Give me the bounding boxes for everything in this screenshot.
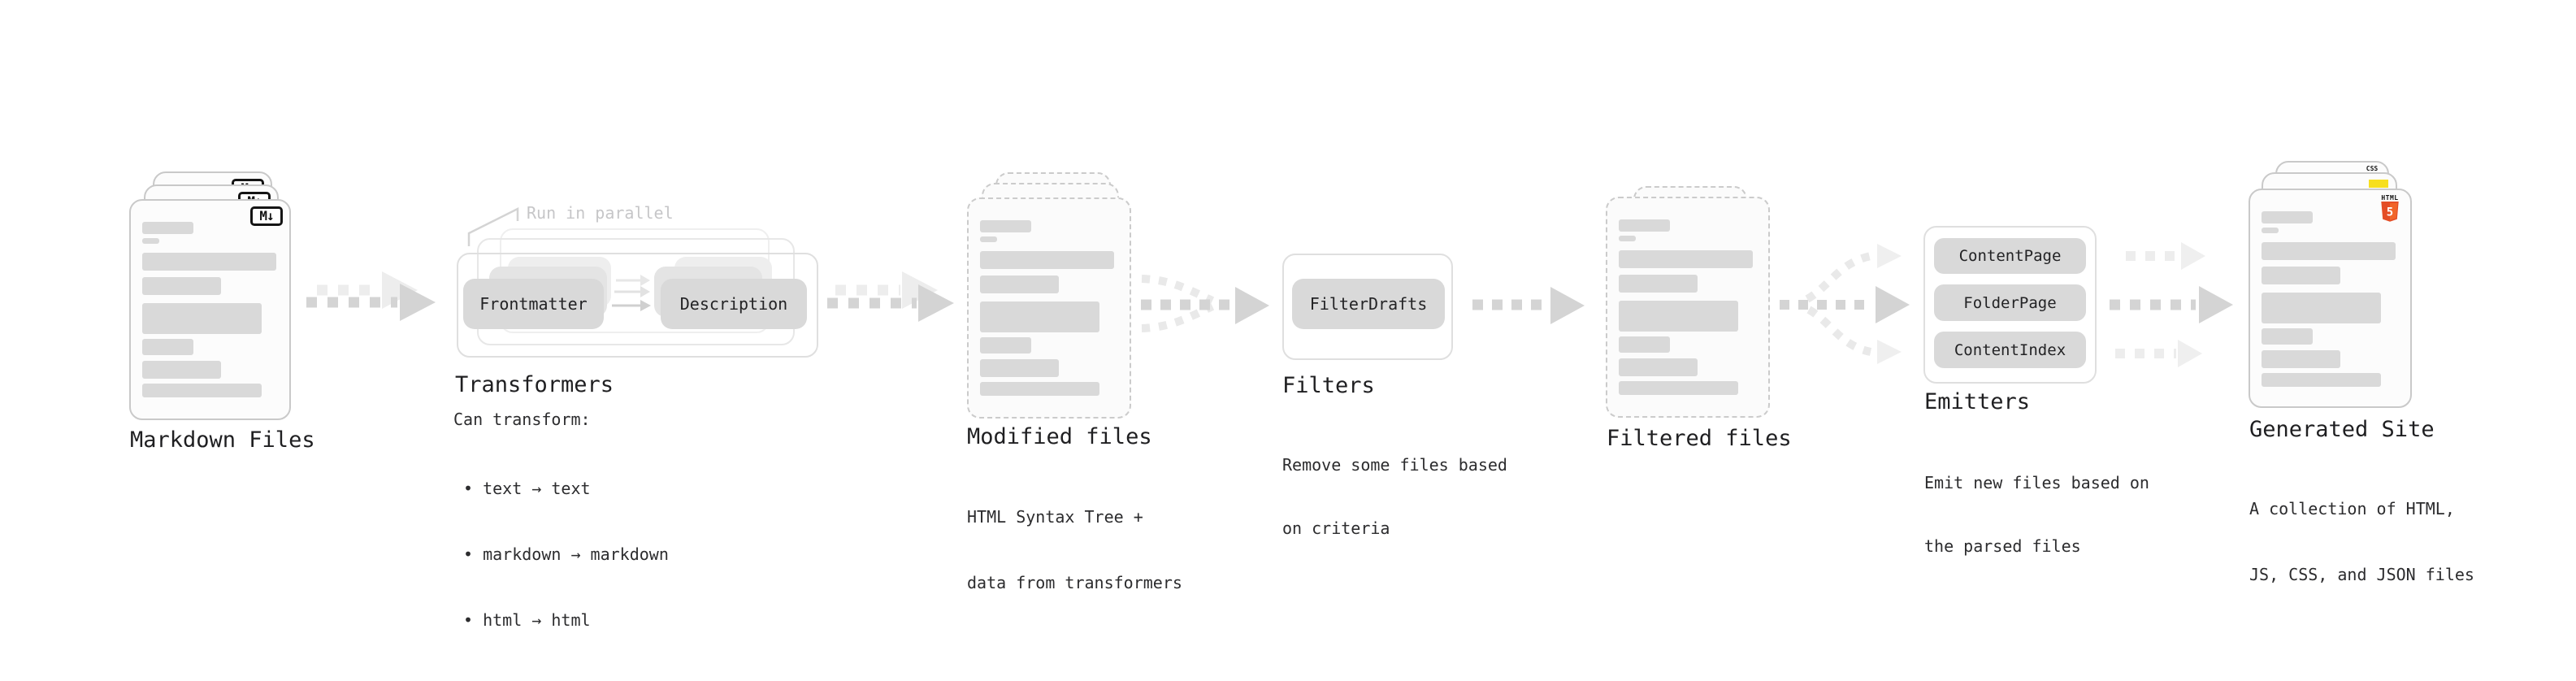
arrow-markdown-to-transformers (306, 271, 436, 321)
arrow-filters-to-filtered (1472, 287, 1585, 324)
arrow-emitters-to-generated (2110, 242, 2233, 367)
arrow-modified-to-filters-merge (1141, 275, 1269, 332)
run-in-parallel-leader-line (467, 206, 519, 246)
arrow-filtered-to-emitters-split (1780, 244, 1910, 364)
arrow-transformers-to-modified (827, 271, 954, 322)
transformer-pill-arrows (612, 275, 651, 311)
